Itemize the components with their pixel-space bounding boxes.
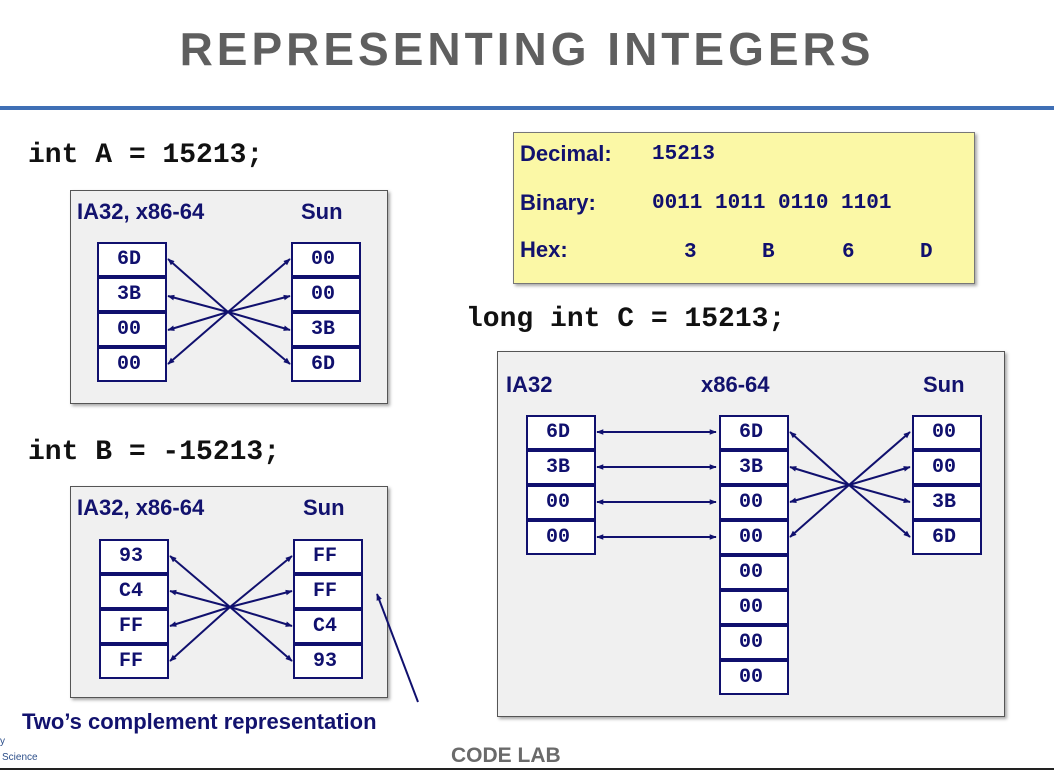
bottom-border [0, 768, 1054, 770]
title-divider [0, 106, 1054, 110]
byte-cell: FF [293, 574, 363, 609]
decimal-value: 15213 [652, 143, 716, 166]
mapping-arrow [227, 311, 291, 331]
decl-int-b: int B = -15213; [28, 437, 281, 468]
mapping-arrow [229, 606, 293, 662]
little-endian-label: IA32, x86-64 [77, 495, 205, 520]
long-int-c-byte-order-box: IA32 x86-64 Sun 6D 3B 00 00 6D 3B 00 00 … [497, 351, 1005, 717]
byte-cell: 6D [526, 415, 596, 450]
mapping-arrow [848, 484, 911, 504]
byte-cell: 3B [97, 277, 167, 312]
mapping-arrow [169, 589, 231, 608]
byte-cell: FF [293, 539, 363, 574]
byte-cell: 3B [291, 312, 361, 347]
byte-cell: 00 [526, 520, 596, 555]
byte-cell: 00 [719, 485, 789, 520]
byte-cell: 00 [912, 450, 982, 485]
twos-complement-caption: Two’s complement representation [22, 709, 377, 734]
mapping-arrow [169, 606, 231, 627]
byte-cell: FF [99, 644, 169, 679]
mapping-arrow [789, 484, 850, 503]
mapping-arrow [167, 294, 229, 313]
mapping-arrow [789, 484, 850, 538]
byte-cell: 00 [291, 242, 361, 277]
sun-label: Sun [923, 372, 965, 397]
mapping-arrow [789, 466, 850, 486]
ia32-label: IA32 [506, 372, 553, 397]
footer-code-lab: CODE LAB [451, 744, 561, 767]
byte-cell: 93 [99, 539, 169, 574]
byte-cell: 00 [912, 415, 982, 450]
decl-long-int-c: long int C = 15213; [466, 304, 786, 335]
caption-pointer-arrow [376, 593, 419, 703]
mapping-arrow [227, 311, 291, 365]
byte-cell: 00 [97, 312, 167, 347]
byte-cell: 00 [719, 555, 789, 590]
mapping-arrow [169, 555, 231, 608]
mapping-arrow [167, 258, 229, 313]
byte-cell: 6D [291, 347, 361, 382]
mapping-arrow [229, 555, 293, 608]
corner-logo-line1: y [0, 736, 5, 747]
mapping-arrow [229, 589, 293, 608]
mapping-arrow [848, 466, 911, 486]
byte-cell: 00 [526, 485, 596, 520]
mapping-arrow [169, 606, 231, 662]
byte-cell: 00 [291, 277, 361, 312]
byte-cell: FF [99, 609, 169, 644]
byte-cell: 3B [912, 485, 982, 520]
corner-logo-line2: Science [2, 752, 38, 763]
big-endian-label: Sun [303, 495, 345, 520]
hex-digit: 3 [684, 241, 697, 264]
byte-cell: 3B [526, 450, 596, 485]
byte-cell: C4 [99, 574, 169, 609]
little-endian-label: IA32, x86-64 [77, 199, 205, 224]
byte-cell: 6D [719, 415, 789, 450]
binary-value: 0011 1011 0110 1101 [652, 192, 892, 215]
hex-digit: 6 [842, 241, 855, 264]
hex-label: Hex: [520, 237, 568, 262]
mapping-arrow [167, 311, 229, 331]
hex-digit: B [762, 241, 775, 264]
mapping-arrow [227, 294, 291, 313]
byte-cell: 6D [912, 520, 982, 555]
conversion-box: Decimal: 15213 Binary: 0011 1011 0110 11… [513, 132, 975, 284]
decimal-label: Decimal: [520, 141, 612, 166]
byte-cell: 00 [719, 520, 789, 555]
byte-cell: 00 [719, 590, 789, 625]
mapping-arrow [167, 311, 229, 365]
binary-label: Binary: [520, 190, 596, 215]
byte-cell: 93 [293, 644, 363, 679]
mapping-arrow [789, 431, 850, 486]
byte-cell: 6D [97, 242, 167, 277]
mapping-arrow [229, 606, 293, 627]
mapping-arrow [227, 258, 291, 313]
decl-int-a: int A = 15213; [28, 140, 264, 171]
byte-cell: C4 [293, 609, 363, 644]
slide-title: REPRESENTING INTEGERS [179, 23, 875, 75]
int-a-byte-order-box: IA32, x86-64 Sun 6D 3B 00 00 00 00 3B 6D [70, 190, 388, 404]
mapping-arrow [848, 484, 911, 538]
int-b-byte-order-box: IA32, x86-64 Sun 93 C4 FF FF FF FF C4 93 [70, 486, 388, 698]
mapping-arrow [848, 431, 911, 486]
byte-cell: 00 [97, 347, 167, 382]
byte-cell: 00 [719, 660, 789, 695]
hex-digit: D [920, 241, 933, 264]
byte-cell: 3B [719, 450, 789, 485]
x86-64-label: x86-64 [701, 372, 770, 397]
byte-cell: 00 [719, 625, 789, 660]
big-endian-label: Sun [301, 199, 343, 224]
